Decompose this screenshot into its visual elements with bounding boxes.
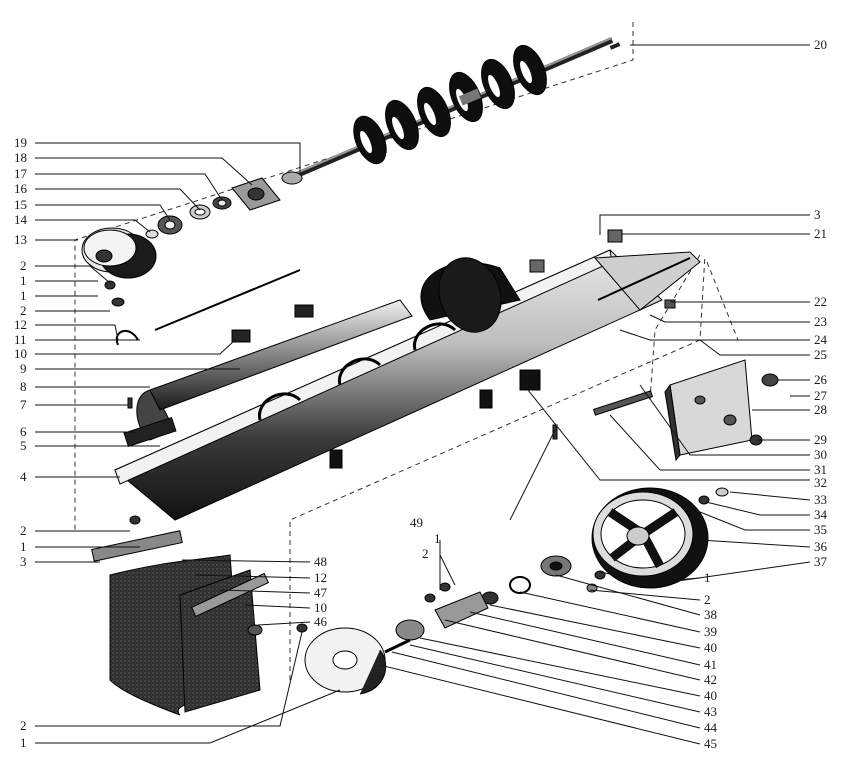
callout-34: 34 <box>814 507 827 522</box>
callout-18: 18 <box>14 150 27 165</box>
callout-8: 8 <box>20 379 27 394</box>
right-bracket-parts <box>529 229 779 462</box>
callout-46: 46 <box>314 614 327 629</box>
inner-pipe-assembly <box>115 269 413 448</box>
callout-19: 19 <box>14 135 27 150</box>
callout-27: 27 <box>814 388 827 403</box>
callout-16: 16 <box>14 181 27 196</box>
callout-7: 7 <box>20 397 27 412</box>
callout-20: 20 <box>814 37 827 52</box>
callout-11: 11 <box>14 332 27 347</box>
callout-2-f: 2 <box>422 546 429 561</box>
callout-17: 17 <box>14 166 27 181</box>
callout-40-b: 40 <box>704 688 717 703</box>
callout-1-d: 1 <box>20 735 27 750</box>
callout-30: 30 <box>814 447 827 462</box>
callout-47: 47 <box>314 585 327 600</box>
callout-14: 14 <box>14 212 27 227</box>
callout-37: 37 <box>814 554 827 569</box>
callout-12-b: 12 <box>314 570 327 585</box>
callout-9: 9 <box>20 361 27 376</box>
callout-48: 48 <box>314 554 327 569</box>
callout-3-b: 3 <box>814 207 821 222</box>
callout-29: 29 <box>814 432 827 447</box>
callout-23: 23 <box>814 314 827 329</box>
auger-screw-assembly <box>283 37 621 183</box>
callout-32: 32 <box>814 475 827 490</box>
lower-drive-parts <box>304 555 606 695</box>
callout-39: 39 <box>704 624 717 639</box>
callout-1-c: 1 <box>20 539 27 554</box>
fasteners <box>104 280 558 633</box>
callout-25: 25 <box>814 347 827 362</box>
callout-42: 42 <box>704 672 717 687</box>
callout-1-f: 1 <box>434 531 441 546</box>
callout-44: 44 <box>704 720 717 735</box>
callout-2-e: 2 <box>704 592 711 607</box>
callout-3-a: 3 <box>20 554 27 569</box>
callout-2-c: 2 <box>20 523 27 538</box>
callout-12-a: 12 <box>14 317 27 332</box>
callout-4: 4 <box>20 469 27 484</box>
callout-1-a: 1 <box>20 273 27 288</box>
bearing-parts-upper <box>81 171 303 279</box>
callout-2-b: 2 <box>20 303 27 318</box>
callout-41: 41 <box>704 657 717 672</box>
callout-45: 45 <box>704 736 717 751</box>
assembly-dashed-lines <box>74 22 739 680</box>
callout-13: 13 <box>14 232 27 247</box>
callout-35: 35 <box>814 522 827 537</box>
main-trough <box>114 249 701 521</box>
callout-2-a: 2 <box>20 258 27 273</box>
callout-49: 49 <box>410 515 423 530</box>
callout-10-a: 10 <box>14 346 27 361</box>
callout-43: 43 <box>704 704 717 719</box>
callout-22: 22 <box>814 294 827 309</box>
callout-31: 31 <box>814 462 827 477</box>
callout-40-a: 40 <box>704 640 717 655</box>
callout-10-b: 10 <box>314 600 327 615</box>
chute-assembly <box>91 530 270 716</box>
callout-2-d: 2 <box>20 718 27 733</box>
callout-36: 36 <box>814 539 827 554</box>
callout-26: 26 <box>814 372 827 387</box>
callout-33: 33 <box>814 492 827 507</box>
callout-leader-lines <box>35 44 811 745</box>
callout-28: 28 <box>814 402 827 417</box>
callout-5: 5 <box>20 438 27 453</box>
callout-21: 21 <box>814 226 827 241</box>
callout-1-e: 1 <box>704 570 711 585</box>
callout-1-b: 1 <box>20 288 27 303</box>
callout-6: 6 <box>20 424 27 439</box>
callout-38: 38 <box>704 607 717 622</box>
callout-15: 15 <box>14 197 27 212</box>
callout-24: 24 <box>814 332 827 347</box>
pulley-wheel <box>591 487 729 589</box>
